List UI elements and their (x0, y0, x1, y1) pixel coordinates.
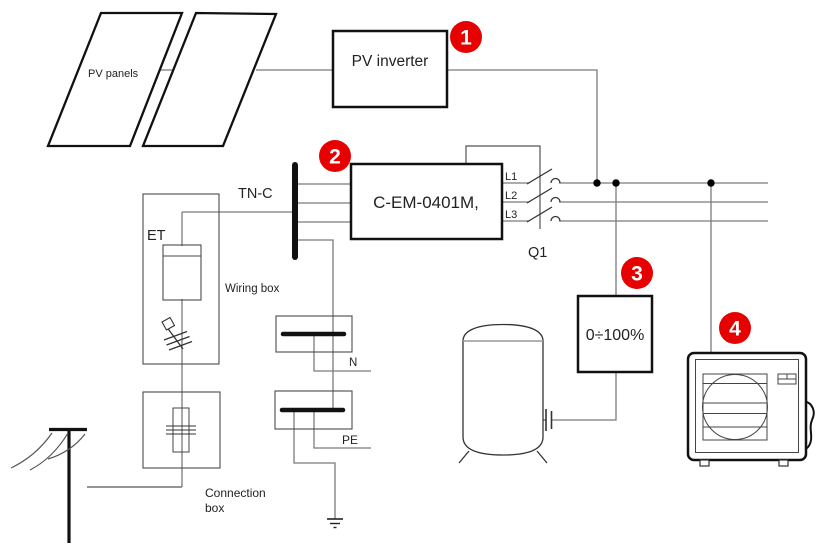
energy-meter-label: C-EM-0401M, (373, 193, 479, 212)
unit-casing (686, 351, 808, 462)
switch-contact-icon (550, 215, 561, 222)
callout-2-badge: 2 (319, 140, 351, 172)
energy-meter-box (349, 162, 504, 241)
tank-leg (458, 450, 470, 464)
callout-number: 3 (631, 263, 643, 286)
l3-label: L3 (505, 209, 517, 221)
earth-electrode-icon (10, 427, 87, 543)
tank-body (462, 323, 544, 456)
callout-1-badge: 1 (450, 21, 482, 53)
switch-contact-icon (550, 196, 561, 203)
switch-pole-icon (526, 187, 553, 204)
pe-earth-wire (293, 410, 336, 519)
unit-foot (699, 459, 710, 467)
modulation-label: 0÷100% (586, 327, 645, 344)
q1-label: Q1 (528, 245, 547, 261)
wiring-box-label: Wiring box (225, 283, 280, 295)
et-label: ET (147, 228, 166, 244)
fan-icon (702, 374, 768, 440)
pe-label: PE (342, 433, 358, 447)
switch-contact-icon (550, 177, 561, 184)
pv-inverter-label: PV inverter (352, 53, 429, 70)
callout-number: 2 (329, 146, 341, 169)
buffer-tank (458, 323, 553, 464)
modulation-box (576, 294, 654, 374)
connection-box (142, 391, 221, 469)
unit-foot (778, 459, 789, 467)
pe-wire (313, 410, 371, 449)
l2-label: L2 (505, 190, 517, 202)
l1-label: L1 (505, 171, 517, 183)
tank-leg (536, 450, 548, 464)
pe-bar-box (274, 390, 353, 430)
heat-pump-unit (686, 351, 815, 467)
switch-pole-icon (526, 168, 553, 185)
wiring-box (142, 193, 220, 365)
callout-number: 1 (460, 27, 472, 50)
callout-circle (621, 257, 653, 289)
junction-dot (593, 179, 601, 187)
wires (87, 69, 768, 519)
et-device (162, 244, 202, 301)
neutral-bar-box (275, 315, 353, 353)
pv-panels-label: PV panels (88, 68, 139, 80)
pv-inverter-box (331, 29, 449, 109)
modulation-signal-wire (552, 371, 617, 421)
neutral-wire (313, 334, 371, 372)
ground-icon (327, 518, 343, 529)
breaker-q1 (526, 168, 561, 223)
connection-box-label: Connection (205, 486, 266, 500)
callout-circle (719, 312, 751, 344)
callout-circle (319, 140, 351, 172)
callout-number: 4 (729, 318, 741, 341)
pen-conductor (296, 239, 334, 410)
connection-box-label: box (205, 501, 224, 515)
callout-circle (450, 21, 482, 53)
breaker-trip-wire (465, 145, 541, 229)
tn-c-label: TN-C (238, 186, 273, 202)
pv-panel (46, 11, 184, 148)
neutral-label: N (349, 357, 357, 369)
switch-pole-icon (526, 206, 553, 223)
junction-dot (612, 179, 620, 187)
callout-3-badge: 3 (621, 257, 653, 289)
unit-panel (695, 359, 799, 453)
wire (446, 69, 598, 183)
pv-panel (141, 11, 278, 148)
callout-4-badge: 4 (719, 312, 751, 344)
surge-disconnector-icon (161, 316, 193, 351)
tn-c-busbar (292, 162, 298, 260)
junction-dot (707, 179, 715, 187)
